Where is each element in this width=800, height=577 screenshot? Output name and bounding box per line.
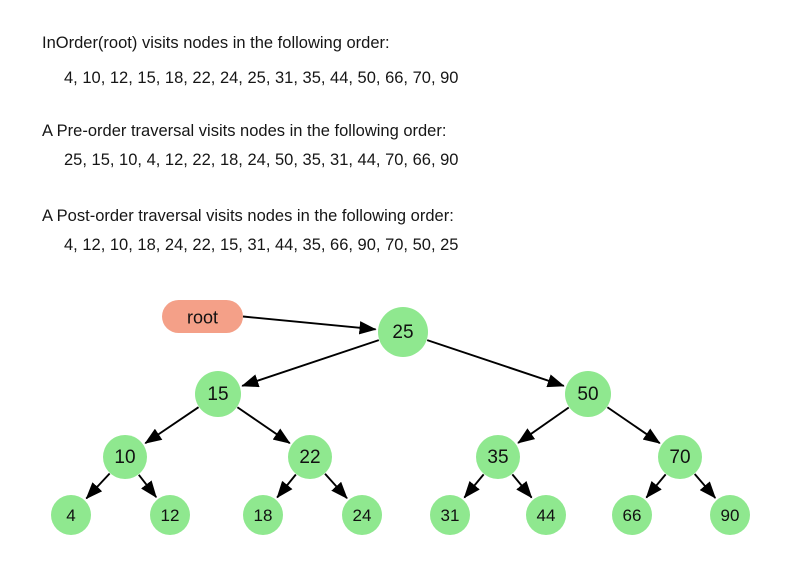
tree-edge-n35-to-n44 <box>511 473 533 499</box>
tree-node-label-4: 4 <box>66 506 75 525</box>
tree-node-label-22: 22 <box>299 447 320 468</box>
tree-edge-n70-to-n66 <box>645 473 667 499</box>
tree-node-50[interactable]: 50 <box>565 371 611 417</box>
tree-node-15[interactable]: 15 <box>195 371 241 417</box>
tree-node-44[interactable]: 44 <box>526 495 566 535</box>
tree-edges <box>85 315 717 500</box>
tree-node-90[interactable]: 90 <box>710 495 750 535</box>
tree-edge-n25-to-n15 <box>241 339 380 388</box>
tree-edge-n35-to-n31 <box>463 473 485 499</box>
tree-node-circle-35[interactable] <box>476 435 520 479</box>
tree-node-circle-15[interactable] <box>195 371 241 417</box>
tree-node-circle-24[interactable] <box>342 495 382 535</box>
tree-node-label-44: 44 <box>537 506 556 525</box>
tree-node-25[interactable]: 25 <box>378 307 428 357</box>
tree-node-70[interactable]: 70 <box>658 435 702 479</box>
tree-node-label-70: 70 <box>669 447 690 468</box>
tree-node-18[interactable]: 18 <box>243 495 283 535</box>
root-pointer-pill: root <box>162 300 243 333</box>
postorder-heading: A Post-order traversal visits nodes in t… <box>42 207 454 225</box>
tree-node-circle-25[interactable] <box>378 307 428 357</box>
tree-node-circle-50[interactable] <box>565 371 611 417</box>
tree-node-label-66: 66 <box>623 506 642 525</box>
tree-node-circle-22[interactable] <box>288 435 332 479</box>
tree-node-label-35: 35 <box>487 447 508 468</box>
tree-edge-n15-to-n22 <box>236 406 291 444</box>
tree-node-label-31: 31 <box>441 506 460 525</box>
tree-node-35[interactable]: 35 <box>476 435 520 479</box>
tree-edge-n22-to-n18 <box>276 473 297 499</box>
tree-edge-n25-to-n50 <box>426 339 565 388</box>
tree-node-66[interactable]: 66 <box>612 495 652 535</box>
tree-node-label-24: 24 <box>353 506 372 525</box>
tree-node-24[interactable]: 24 <box>342 495 382 535</box>
tree-node-circle-12[interactable] <box>150 495 190 535</box>
inorder-values: 4, 10, 12, 15, 18, 22, 24, 25, 31, 35, 4… <box>64 69 459 87</box>
tree-node-circle-90[interactable] <box>710 495 750 535</box>
tree-node-circle-31[interactable] <box>430 495 470 535</box>
tree-edge-n15-to-n10 <box>144 406 200 445</box>
preorder-heading: A Pre-order traversal visits nodes in th… <box>42 122 447 140</box>
tree-node-label-90: 90 <box>721 506 740 525</box>
preorder-values: 25, 15, 10, 4, 12, 22, 18, 24, 50, 35, 3… <box>64 151 459 169</box>
root-pill-shape <box>162 300 243 333</box>
tree-nodes: 25 15 50 10 22 35 70 4 12 18 24 31 44 66 90 <box>51 307 750 535</box>
tree-edge-n50-to-n70 <box>606 406 661 444</box>
tree-node-circle-4[interactable] <box>51 495 91 535</box>
tree-node-circle-70[interactable] <box>658 435 702 479</box>
postorder-values: 4, 12, 10, 18, 24, 22, 15, 31, 44, 35, 6… <box>64 236 459 254</box>
tree-node-label-18: 18 <box>254 506 273 525</box>
tree-node-circle-18[interactable] <box>243 495 283 535</box>
tree-node-4[interactable]: 4 <box>51 495 91 535</box>
tree-node-circle-44[interactable] <box>526 495 566 535</box>
tree-node-12[interactable]: 12 <box>150 495 190 535</box>
tree-edge-n10-to-n12 <box>138 474 157 498</box>
tree-node-22[interactable]: 22 <box>288 435 332 479</box>
tree-node-10[interactable]: 10 <box>103 435 147 479</box>
tree-edge-n10-to-n4 <box>85 472 111 500</box>
root-pill-label: root <box>187 308 218 328</box>
tree-node-31[interactable]: 31 <box>430 495 470 535</box>
tree-node-label-12: 12 <box>161 506 180 525</box>
inorder-heading: InOrder(root) visits nodes in the follow… <box>42 34 390 52</box>
tree-node-label-50: 50 <box>577 384 598 405</box>
tree-node-label-25: 25 <box>392 322 413 343</box>
tree-edge-root-pill-to-n25 <box>242 315 377 335</box>
tree-node-label-10: 10 <box>114 447 135 468</box>
tree-edge-n22-to-n24 <box>324 473 348 499</box>
tree-node-circle-66[interactable] <box>612 495 652 535</box>
tree-node-circle-10[interactable] <box>103 435 147 479</box>
tree-node-label-15: 15 <box>207 384 228 405</box>
tree-edge-n50-to-n35 <box>517 406 570 444</box>
tree-edge-n70-to-n90 <box>693 473 717 499</box>
